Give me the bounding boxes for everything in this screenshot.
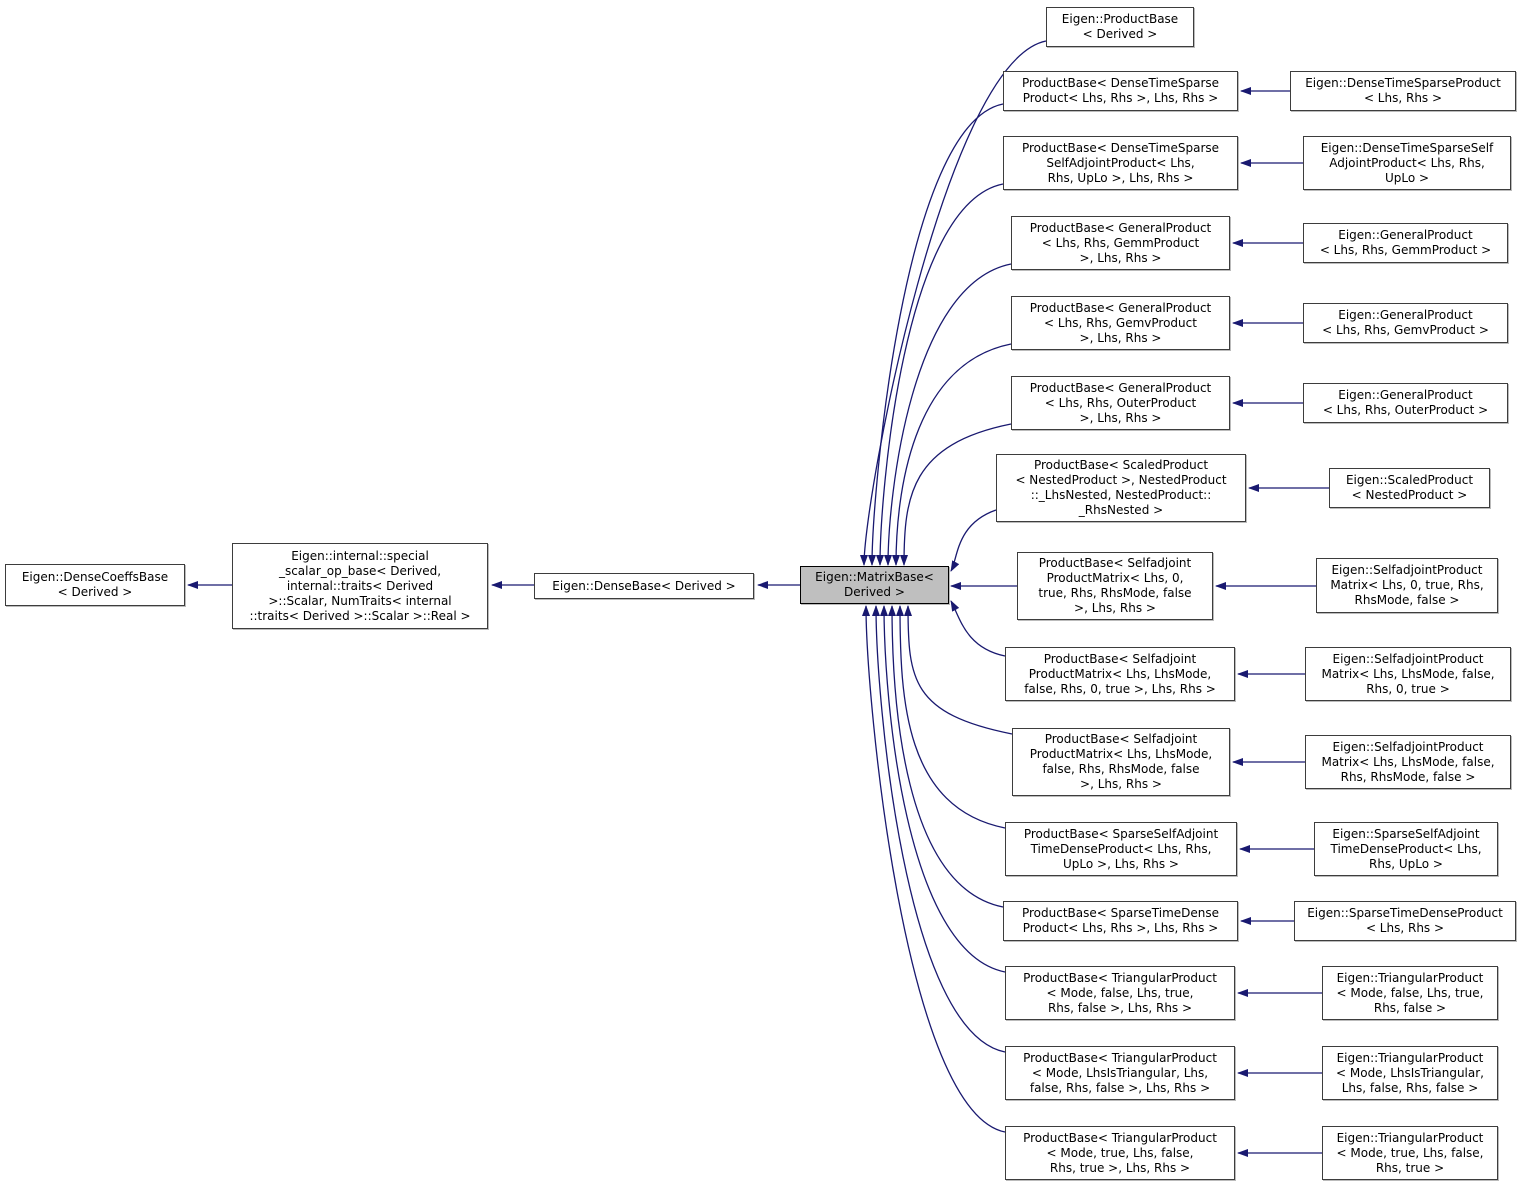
node-eigen-productbase[interactable]: Eigen::ProductBase < Derived > <box>1046 7 1194 47</box>
node-productbase-densetimesparseproduct[interactable]: ProductBase< DenseTimeSparse Product< Lh… <box>1003 71 1238 111</box>
node-productbase-densetimesparseselfadjointproduct[interactable]: ProductBase< DenseTimeSparse SelfAdjoint… <box>1003 136 1238 190</box>
node-productbase-triangularproduct-rhs[interactable]: ProductBase< TriangularProduct < Mode, f… <box>1005 966 1235 1020</box>
node-eigen-densecoeffsbase[interactable]: Eigen::DenseCoeffsBase < Derived > <box>5 564 185 606</box>
node-productbase-generalproduct-gemv[interactable]: ProductBase< GeneralProduct < Lhs, Rhs, … <box>1011 296 1230 350</box>
node-productbase-selfadjointproductmatrix-bothmodes[interactable]: ProductBase< Selfadjoint ProductMatrix< … <box>1012 728 1230 796</box>
node-eigen-generalproduct-gemm[interactable]: Eigen::GeneralProduct < Lhs, Rhs, GemmPr… <box>1303 223 1508 263</box>
node-eigen-densebase[interactable]: Eigen::DenseBase< Derived > <box>534 573 754 599</box>
node-eigen-densetimesparseproduct[interactable]: Eigen::DenseTimeSparseProduct < Lhs, Rhs… <box>1290 71 1516 111</box>
node-eigen-scaledproduct[interactable]: Eigen::ScaledProduct < NestedProduct > <box>1329 468 1490 508</box>
node-productbase-selfadjointproductmatrix-lhsmode[interactable]: ProductBase< Selfadjoint ProductMatrix< … <box>1005 647 1235 701</box>
node-eigen-densetimesparseselfadjointproduct[interactable]: Eigen::DenseTimeSparseSelf AdjointProduc… <box>1303 136 1511 190</box>
node-eigen-triangularproduct-lhsistriangular[interactable]: Eigen::TriangularProduct < Mode, LhsIsTr… <box>1322 1046 1498 1100</box>
node-eigen-matrixbase: Eigen::MatrixBase< Derived > <box>800 566 949 604</box>
node-eigen-sparseselfadjointtimedenseproduct[interactable]: Eigen::SparseSelfAdjoint TimeDenseProduc… <box>1314 822 1498 876</box>
node-productbase-sparseselfadjointtimedenseproduct[interactable]: ProductBase< SparseSelfAdjoint TimeDense… <box>1005 822 1237 876</box>
node-eigen-triangularproduct-rhs[interactable]: Eigen::TriangularProduct < Mode, false, … <box>1322 966 1498 1020</box>
node-eigen-selfadjointproductmatrix-lhsmode[interactable]: Eigen::SelfadjointProduct Matrix< Lhs, L… <box>1305 647 1511 701</box>
node-productbase-generalproduct-outer[interactable]: ProductBase< GeneralProduct < Lhs, Rhs, … <box>1011 376 1230 430</box>
node-eigen-selfadjointproductmatrix-bothmodes[interactable]: Eigen::SelfadjointProduct Matrix< Lhs, L… <box>1305 735 1511 789</box>
node-eigen-selfadjointproductmatrix-rhsmode[interactable]: Eigen::SelfadjointProduct Matrix< Lhs, 0… <box>1316 558 1498 613</box>
node-productbase-generalproduct-gemm[interactable]: ProductBase< GeneralProduct < Lhs, Rhs, … <box>1011 216 1230 270</box>
node-eigen-sparsetimedenseproduct[interactable]: Eigen::SparseTimeDenseProduct < Lhs, Rhs… <box>1294 901 1516 941</box>
node-productbase-triangularproduct-lhs[interactable]: ProductBase< TriangularProduct < Mode, t… <box>1005 1126 1235 1180</box>
node-eigen-generalproduct-gemv[interactable]: Eigen::GeneralProduct < Lhs, Rhs, GemvPr… <box>1303 303 1508 343</box>
node-productbase-sparsetimedenseproduct[interactable]: ProductBase< SparseTimeDense Product< Lh… <box>1003 901 1238 941</box>
node-productbase-selfadjointproductmatrix-rhsmode[interactable]: ProductBase< Selfadjoint ProductMatrix< … <box>1017 552 1213 620</box>
node-productbase-triangularproduct-lhsistriangular[interactable]: ProductBase< TriangularProduct < Mode, L… <box>1005 1046 1235 1100</box>
node-productbase-scaledproduct[interactable]: ProductBase< ScaledProduct < NestedProdu… <box>996 454 1246 522</box>
node-eigen-generalproduct-outer[interactable]: Eigen::GeneralProduct < Lhs, Rhs, OuterP… <box>1303 383 1508 423</box>
node-eigen-triangularproduct-lhs[interactable]: Eigen::TriangularProduct < Mode, true, L… <box>1322 1126 1498 1180</box>
node-eigen-internal-special-scalar-op-base[interactable]: Eigen::internal::special _scalar_op_base… <box>232 543 488 629</box>
